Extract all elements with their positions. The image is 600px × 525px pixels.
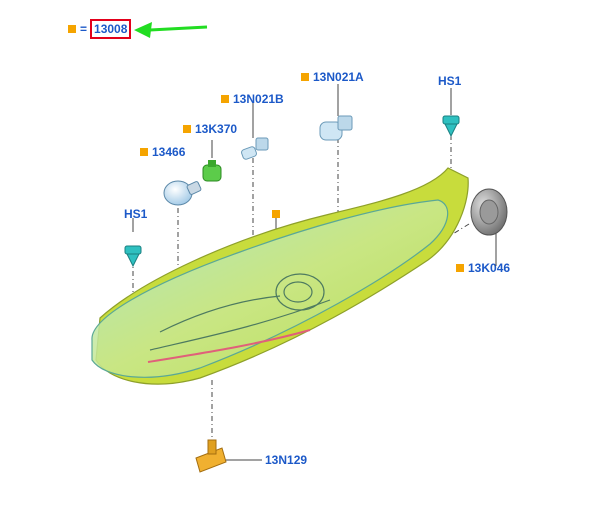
- screw-hs1-top-icon: [442, 115, 460, 138]
- legend-marker: [68, 25, 76, 33]
- marker: [301, 73, 309, 81]
- label-13n129[interactable]: 13N129: [265, 453, 308, 467]
- screw-hs1-left-icon: [124, 245, 142, 268]
- marker: [456, 264, 464, 272]
- marker: [272, 210, 280, 218]
- label-13466[interactable]: 13466: [140, 145, 185, 159]
- label-headlamp-marker[interactable]: [272, 210, 284, 218]
- legend-equals: =: [80, 22, 88, 36]
- label-13k370[interactable]: 13K370: [183, 122, 237, 136]
- marker: [183, 125, 191, 133]
- bulb-13n021a-icon: [319, 115, 353, 141]
- cap-13k046-icon: [470, 188, 508, 236]
- socket-13k370-icon: [202, 160, 222, 182]
- pointer-arrow: [134, 22, 208, 38]
- bulb-13466-icon: [163, 180, 202, 206]
- legend: = 13008: [68, 19, 132, 39]
- legend-reference-number[interactable]: 13008: [90, 19, 132, 39]
- label-13n021a[interactable]: 13N021A: [301, 70, 364, 84]
- marker: [221, 95, 229, 103]
- label-13n021b[interactable]: 13N021B: [221, 92, 284, 106]
- projector-module: [149, 273, 331, 351]
- label-hs1-left[interactable]: HS1: [124, 207, 148, 221]
- headlamp-lens: [91, 199, 449, 378]
- label-hs1-top[interactable]: HS1: [438, 74, 462, 88]
- signal-strip: [147, 329, 311, 363]
- label-13k046[interactable]: 13K046: [456, 261, 510, 275]
- bulb-13n021b-icon: [241, 137, 269, 160]
- marker: [140, 148, 148, 156]
- bracket-13n129-icon: [195, 439, 227, 473]
